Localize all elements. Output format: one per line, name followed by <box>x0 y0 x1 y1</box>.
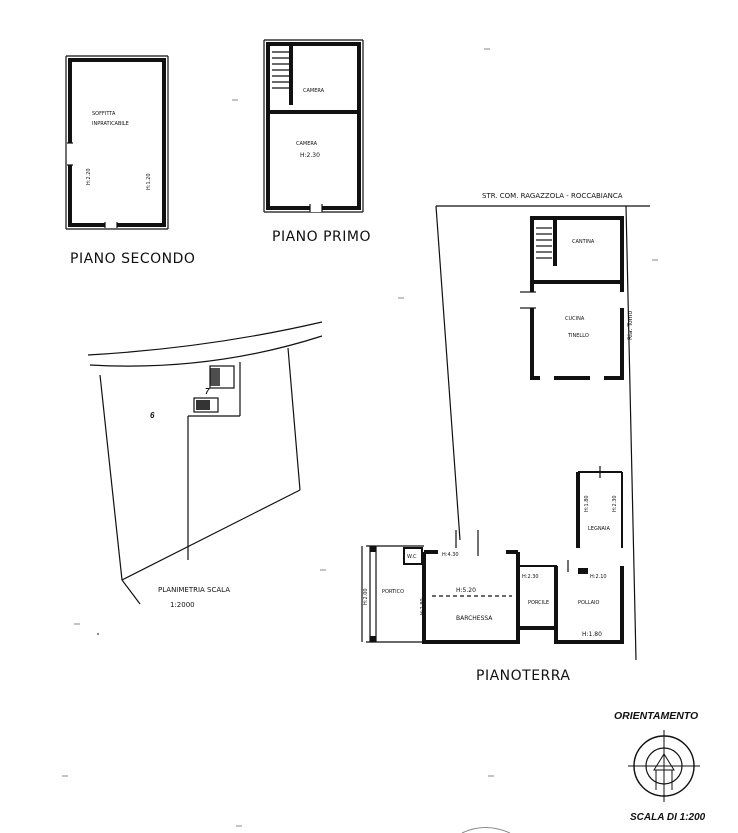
woodshed-height-2: H:2.30 <box>612 495 618 512</box>
barn-height-3: H:2.80 <box>420 598 426 615</box>
pigsty-label: PORCILE <box>528 600 549 606</box>
attic-height-right: H:1.20 <box>146 173 152 190</box>
attic-label: SOFFITTA <box>92 111 116 117</box>
barn-height-1: H:4.30 <box>442 552 459 558</box>
bedroom-height: H:2.30 <box>300 152 320 159</box>
bedroom-top-label: CAMERA <box>303 88 325 94</box>
second-floor-caption: PIANO SECONDO <box>70 251 195 267</box>
henhouse-label: POLLAIO <box>578 600 600 606</box>
first-floor-caption: PIANO PRIMO <box>272 229 371 245</box>
barn-height-2: H:5.20 <box>456 587 476 594</box>
barn-label: BARCHESSA <box>456 615 493 622</box>
second-floor-plan: SOFFITTA INPRATICABILE H:2.20 H:1.20 PIA… <box>65 55 195 267</box>
kitchen-label: CUCINA <box>565 316 585 322</box>
cellar-label: CANTINA <box>572 239 595 245</box>
bedroom-bottom-label: CAMERA <box>296 141 318 147</box>
portico-height: H:2.00 <box>363 588 369 605</box>
dining-label: TINELLO <box>567 333 589 339</box>
cellar-stairs <box>536 227 552 259</box>
side-road-label: Ria. Tomo <box>627 311 634 340</box>
scan-marks <box>62 48 658 833</box>
woodshed-label: LEGNAIA <box>588 526 610 532</box>
site-plan-caption-1: PLANIMETRIA SCALA <box>158 586 230 594</box>
attic-height-left: H:2.20 <box>86 168 92 185</box>
first-floor-plan: CAMERA CAMERA H:2.30 PIANO PRIMO <box>263 39 371 245</box>
building-number: 7 <box>205 387 210 396</box>
site-plan: 6 7 PLANIMETRIA SCALA 1:2000 <box>87 321 323 609</box>
woodshed-height-1: H:1.80 <box>584 495 590 512</box>
scale-label: SCALA DI 1:200 <box>630 812 706 823</box>
henhouse-height-1: H:2.10 <box>590 574 607 580</box>
henhouse-height-2: H:1.80 <box>582 631 602 638</box>
portico-label: PORTICO <box>382 589 404 595</box>
wc-label: W.C <box>407 554 417 560</box>
parcel-number: 6 <box>150 411 155 420</box>
pigsty-height: H:2.30 <box>522 574 539 580</box>
orientation-block: ORIENTAMENTO SCALA DI 1:200 <box>614 710 706 823</box>
attic-label-2: INPRATICABILE <box>92 121 129 127</box>
ground-floor-plan: STR. COM. RAGAZZOLA - ROCCABIANCA Ria. T… <box>361 192 650 684</box>
orientation-title: ORIENTAMENTO <box>614 710 698 722</box>
ground-floor-caption: PIANOTERRA <box>476 668 571 684</box>
stair-lines <box>272 51 289 89</box>
site-plan-caption-2: 1:2000 <box>170 601 195 609</box>
compass-icon <box>628 730 700 802</box>
road-label: STR. COM. RAGAZZOLA - ROCCABIANCA <box>482 192 623 200</box>
